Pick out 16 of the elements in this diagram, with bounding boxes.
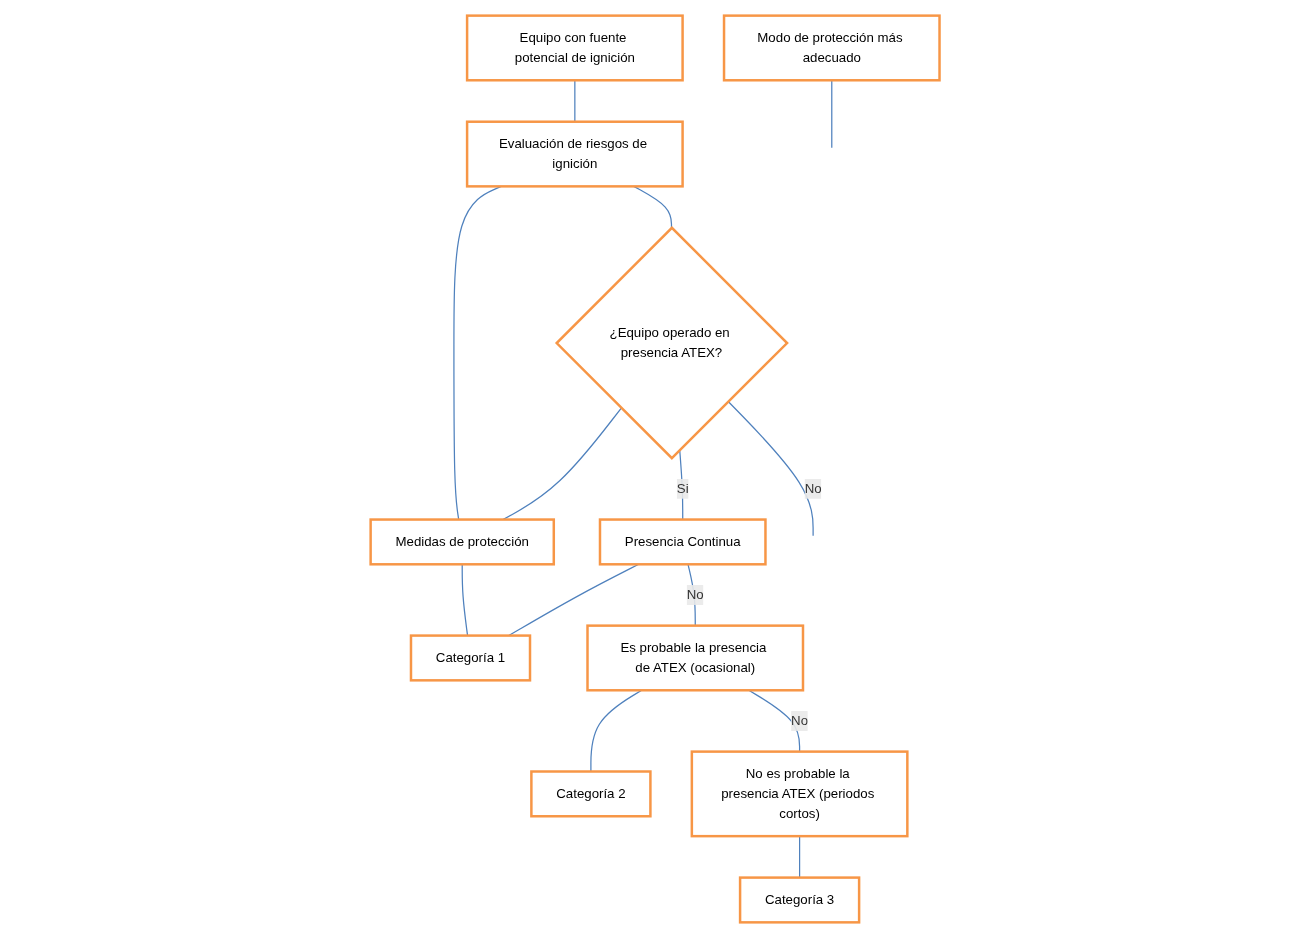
node-diamond: ¿Equipo operado en presencia ATEX? xyxy=(554,226,789,460)
node-box: Presencia Continua xyxy=(598,518,767,566)
node-box: No es probable la presencia ATEX (periodos cortos) xyxy=(690,750,909,838)
edge-label: No xyxy=(804,481,822,496)
node-box: Categoría 2 xyxy=(530,770,652,818)
edge-label: No xyxy=(686,587,704,602)
connector xyxy=(727,400,814,537)
node-box: Equipo con fuente potencial de ignición xyxy=(465,14,684,82)
node-box: Es probable la presencia de ATEX (ocasional) xyxy=(586,624,805,692)
node-box: Evaluación de riesgos de ignición xyxy=(465,120,684,188)
edge-label: Si xyxy=(676,481,689,496)
node-box: Medidas de protección xyxy=(369,518,555,566)
node-box: Categoría 1 xyxy=(409,634,532,682)
node-box: Categoría 3 xyxy=(738,876,861,924)
edge-label: No xyxy=(791,713,808,728)
node-box: Modo de protección más adecuado xyxy=(722,14,941,82)
